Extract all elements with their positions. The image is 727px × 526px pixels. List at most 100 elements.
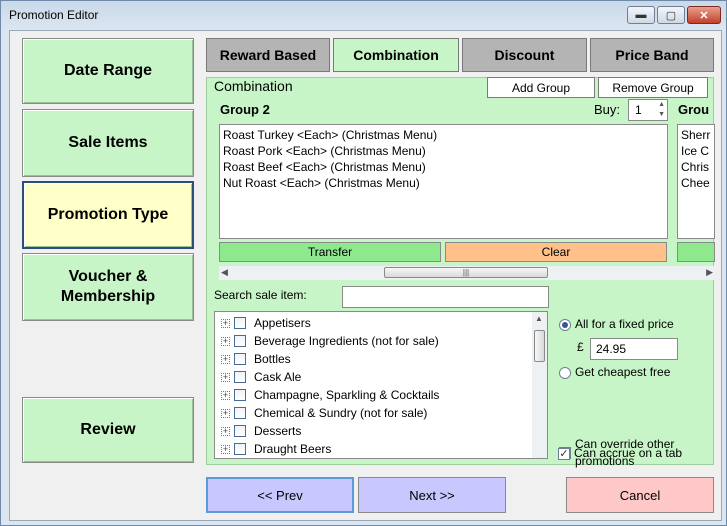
stepper-down-icon[interactable]: ▼ <box>658 111 665 118</box>
expand-icon[interactable]: + <box>221 371 230 382</box>
override-label-line1: Can override other <box>575 437 675 451</box>
minimize-button[interactable]: ▬ <box>627 6 655 24</box>
list-item[interactable]: Chee <box>681 176 710 190</box>
scroll-thumb[interactable]: ||| <box>384 267 548 278</box>
tree-item-label: Chemical & Sundry (not for sale) <box>254 406 428 420</box>
title-bar: Promotion Editor ▬ ▢ ✕ <box>1 1 726 29</box>
buy-quantity-value: 1 <box>635 103 642 117</box>
add-group-button[interactable]: Add Group <box>487 77 595 98</box>
expand-icon[interactable]: + <box>221 317 230 328</box>
checkbox[interactable] <box>234 335 246 347</box>
tree-row[interactable]: + Champagne, Sparkling & Cocktails <box>215 386 547 404</box>
group-3-transfer-button[interactable] <box>677 242 715 262</box>
stepper-up-icon[interactable]: ▲ <box>658 101 665 108</box>
tree-row[interactable]: + Beverage Ingredients (not for sale) <box>215 332 547 350</box>
checkbox[interactable] <box>234 317 246 329</box>
cancel-button[interactable]: Cancel <box>566 477 714 513</box>
tree-row[interactable]: +Bottles <box>215 350 547 368</box>
checkbox[interactable] <box>234 353 246 365</box>
currency-symbol: £ <box>577 340 584 354</box>
checkbox[interactable] <box>234 389 246 401</box>
tree-item-label: Cask Ale <box>254 370 302 384</box>
checkbox[interactable] <box>234 443 246 455</box>
override-label: Can override other promotions <box>575 436 674 470</box>
tab-combination[interactable]: Combination <box>333 38 459 72</box>
window-title: Promotion Editor <box>9 8 99 22</box>
sale-item-tree[interactable]: + Appetisers + Beverage Ingredients (not f… <box>214 311 548 459</box>
tree-row[interactable]: + Draught Beers <box>215 440 547 458</box>
nav-review[interactable]: Review <box>22 397 194 463</box>
search-label: Search sale item: <box>214 288 307 302</box>
nav-date-range-label: Date Range <box>63 62 153 79</box>
cheapest-free-label: Get cheapest free <box>575 365 671 379</box>
nav-review-label: Review <box>80 421 136 438</box>
maximize-button[interactable]: ▢ <box>657 6 685 24</box>
expand-icon[interactable]: + <box>221 425 230 436</box>
cheapest-free-radio[interactable] <box>559 367 571 379</box>
client-area: Date Range Sale Items Promotion Type Vou… <box>9 30 722 521</box>
tree-item-label: Appetisers <box>254 316 311 330</box>
buy-label: Buy: <box>594 102 621 117</box>
scroll-right-icon[interactable]: ▶ <box>706 267 713 277</box>
expand-icon[interactable]: + <box>221 389 230 400</box>
next-button[interactable]: Next >> <box>358 477 506 513</box>
prev-button[interactable]: << Prev <box>206 477 354 513</box>
tree-vertical-scrollbar[interactable]: ▲ <box>532 312 547 458</box>
nav-voucher-membership[interactable]: Voucher & Membership <box>22 253 194 321</box>
group-2-label: Group 2 <box>220 102 270 117</box>
buy-quantity-stepper[interactable]: 1 ▲ ▼ <box>628 99 668 121</box>
combination-panel: Combination Add Group Remove Group Group… <box>206 77 715 468</box>
tab-reward-based[interactable]: Reward Based <box>206 38 330 72</box>
expand-icon[interactable]: + <box>221 407 230 418</box>
tree-scroll-thumb[interactable] <box>534 330 545 362</box>
tree-item-label: Champagne, Sparkling & Cocktails <box>254 388 440 402</box>
list-item[interactable]: Roast Pork <Each> (Christmas Menu) <box>223 144 426 158</box>
fixed-price-label: All for a fixed price <box>575 317 674 331</box>
tree-row[interactable]: + Cask Ale <box>215 368 547 386</box>
list-item[interactable]: Nut Roast <Each> (Christmas Menu) <box>223 176 420 190</box>
nav-promotion-type-label: Promotion Type <box>47 206 169 223</box>
nav-sale-items-label: Sale Items <box>68 134 148 151</box>
remove-group-button[interactable]: Remove Group <box>598 77 708 98</box>
checkbox[interactable] <box>234 371 246 383</box>
close-button[interactable]: ✕ <box>687 6 721 24</box>
accrue-tab-checkbox[interactable]: ✓ <box>558 448 570 460</box>
tree-item-label: Draught Beers <box>254 442 332 456</box>
tab-discount[interactable]: Discount <box>462 38 587 72</box>
nav-voucher-label-line2: Membership <box>60 288 156 305</box>
override-label-line2: promotions <box>575 454 635 468</box>
expand-icon[interactable]: + <box>221 443 230 454</box>
fixed-price-radio[interactable] <box>559 319 571 331</box>
groups-horizontal-scrollbar[interactable]: ◀ ||| ▶ <box>219 266 715 280</box>
group-3-items-list[interactable]: Sherr Ice C Chris Chee <box>677 124 715 239</box>
group-3-label: Grou <box>678 102 710 117</box>
nav-date-range[interactable]: Date Range <box>22 38 194 104</box>
expand-icon[interactable]: + <box>221 335 230 346</box>
nav-promotion-type[interactable]: Promotion Type <box>22 181 194 249</box>
list-item[interactable]: Chris <box>681 160 710 174</box>
tab-price-band[interactable]: Price Band <box>590 38 714 72</box>
group-2-items-list[interactable]: Roast Turkey <Each> (Christmas Menu) Roa… <box>219 124 668 239</box>
search-sale-item-input[interactable] <box>342 286 549 308</box>
list-item[interactable]: Sherr <box>681 128 711 142</box>
tree-row[interactable]: + Desserts <box>215 422 547 440</box>
checkbox[interactable] <box>234 407 246 419</box>
fixed-price-input[interactable]: 24.95 <box>590 338 678 360</box>
list-item[interactable]: Roast Turkey <Each> (Christmas Menu) <box>223 128 438 142</box>
tree-item-label: Desserts <box>254 424 302 438</box>
expand-icon[interactable]: + <box>221 353 230 364</box>
tree-item-label: Beverage Ingredients (not for sale) <box>254 334 439 348</box>
tree-row[interactable]: + Chemical & Sundry (not for sale) <box>215 404 547 422</box>
scroll-left-icon[interactable]: ◀ <box>221 267 228 277</box>
checkbox[interactable] <box>234 425 246 437</box>
accrue-tab-label: Can accrue on a tab <box>574 446 683 460</box>
transfer-button[interactable]: Transfer <box>219 242 441 262</box>
list-item[interactable]: Ice C <box>681 144 710 158</box>
list-item[interactable]: Roast Beef <Each> (Christmas Menu) <box>223 160 426 174</box>
clear-button[interactable]: Clear <box>445 242 667 262</box>
panel-title: Combination <box>214 78 293 94</box>
nav-sale-items[interactable]: Sale Items <box>22 109 194 177</box>
tree-row[interactable]: + Appetisers <box>215 314 547 332</box>
scroll-up-icon[interactable]: ▲ <box>535 314 543 323</box>
